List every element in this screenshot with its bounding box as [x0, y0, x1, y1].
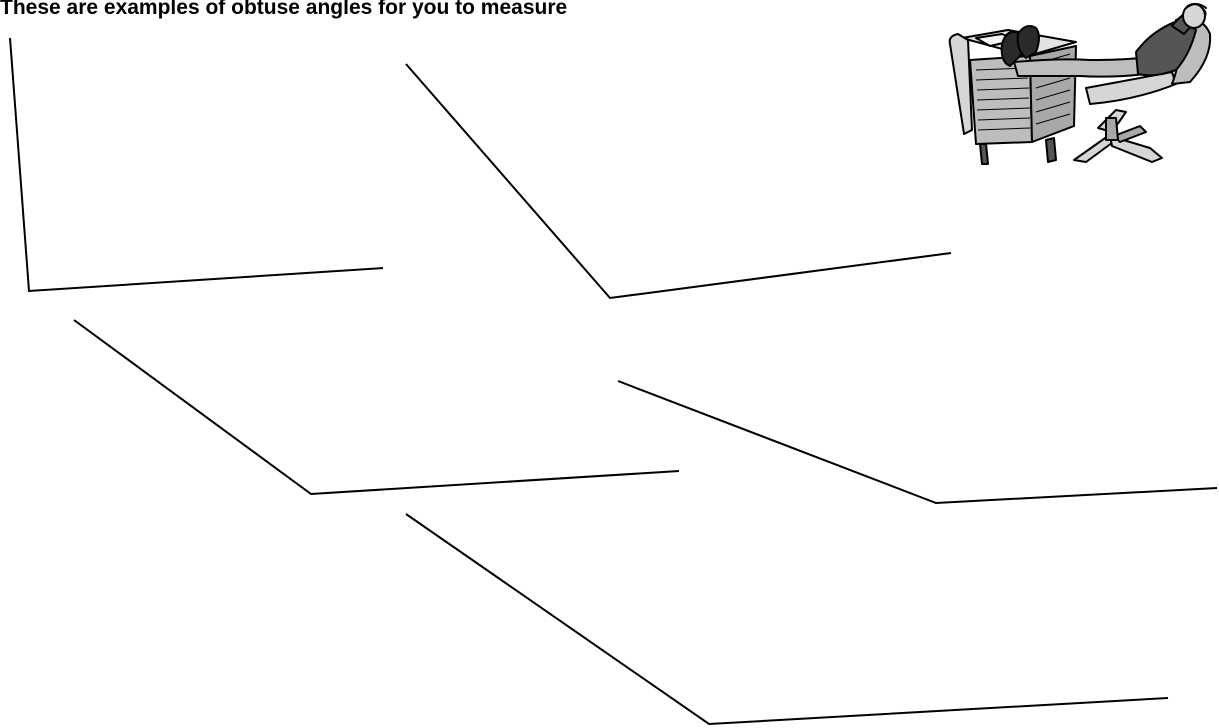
obtuse-angle-5	[405, 513, 1169, 726]
obtuse-angle-4	[617, 380, 1218, 505]
relaxing-man-at-desk-clipart	[948, 3, 1212, 165]
page-title: These are examples of obtuse angles for …	[0, 0, 568, 19]
obtuse-angle-3	[73, 319, 680, 496]
obtuse-angle-1	[9, 37, 384, 293]
obtuse-angle-2	[405, 63, 952, 300]
